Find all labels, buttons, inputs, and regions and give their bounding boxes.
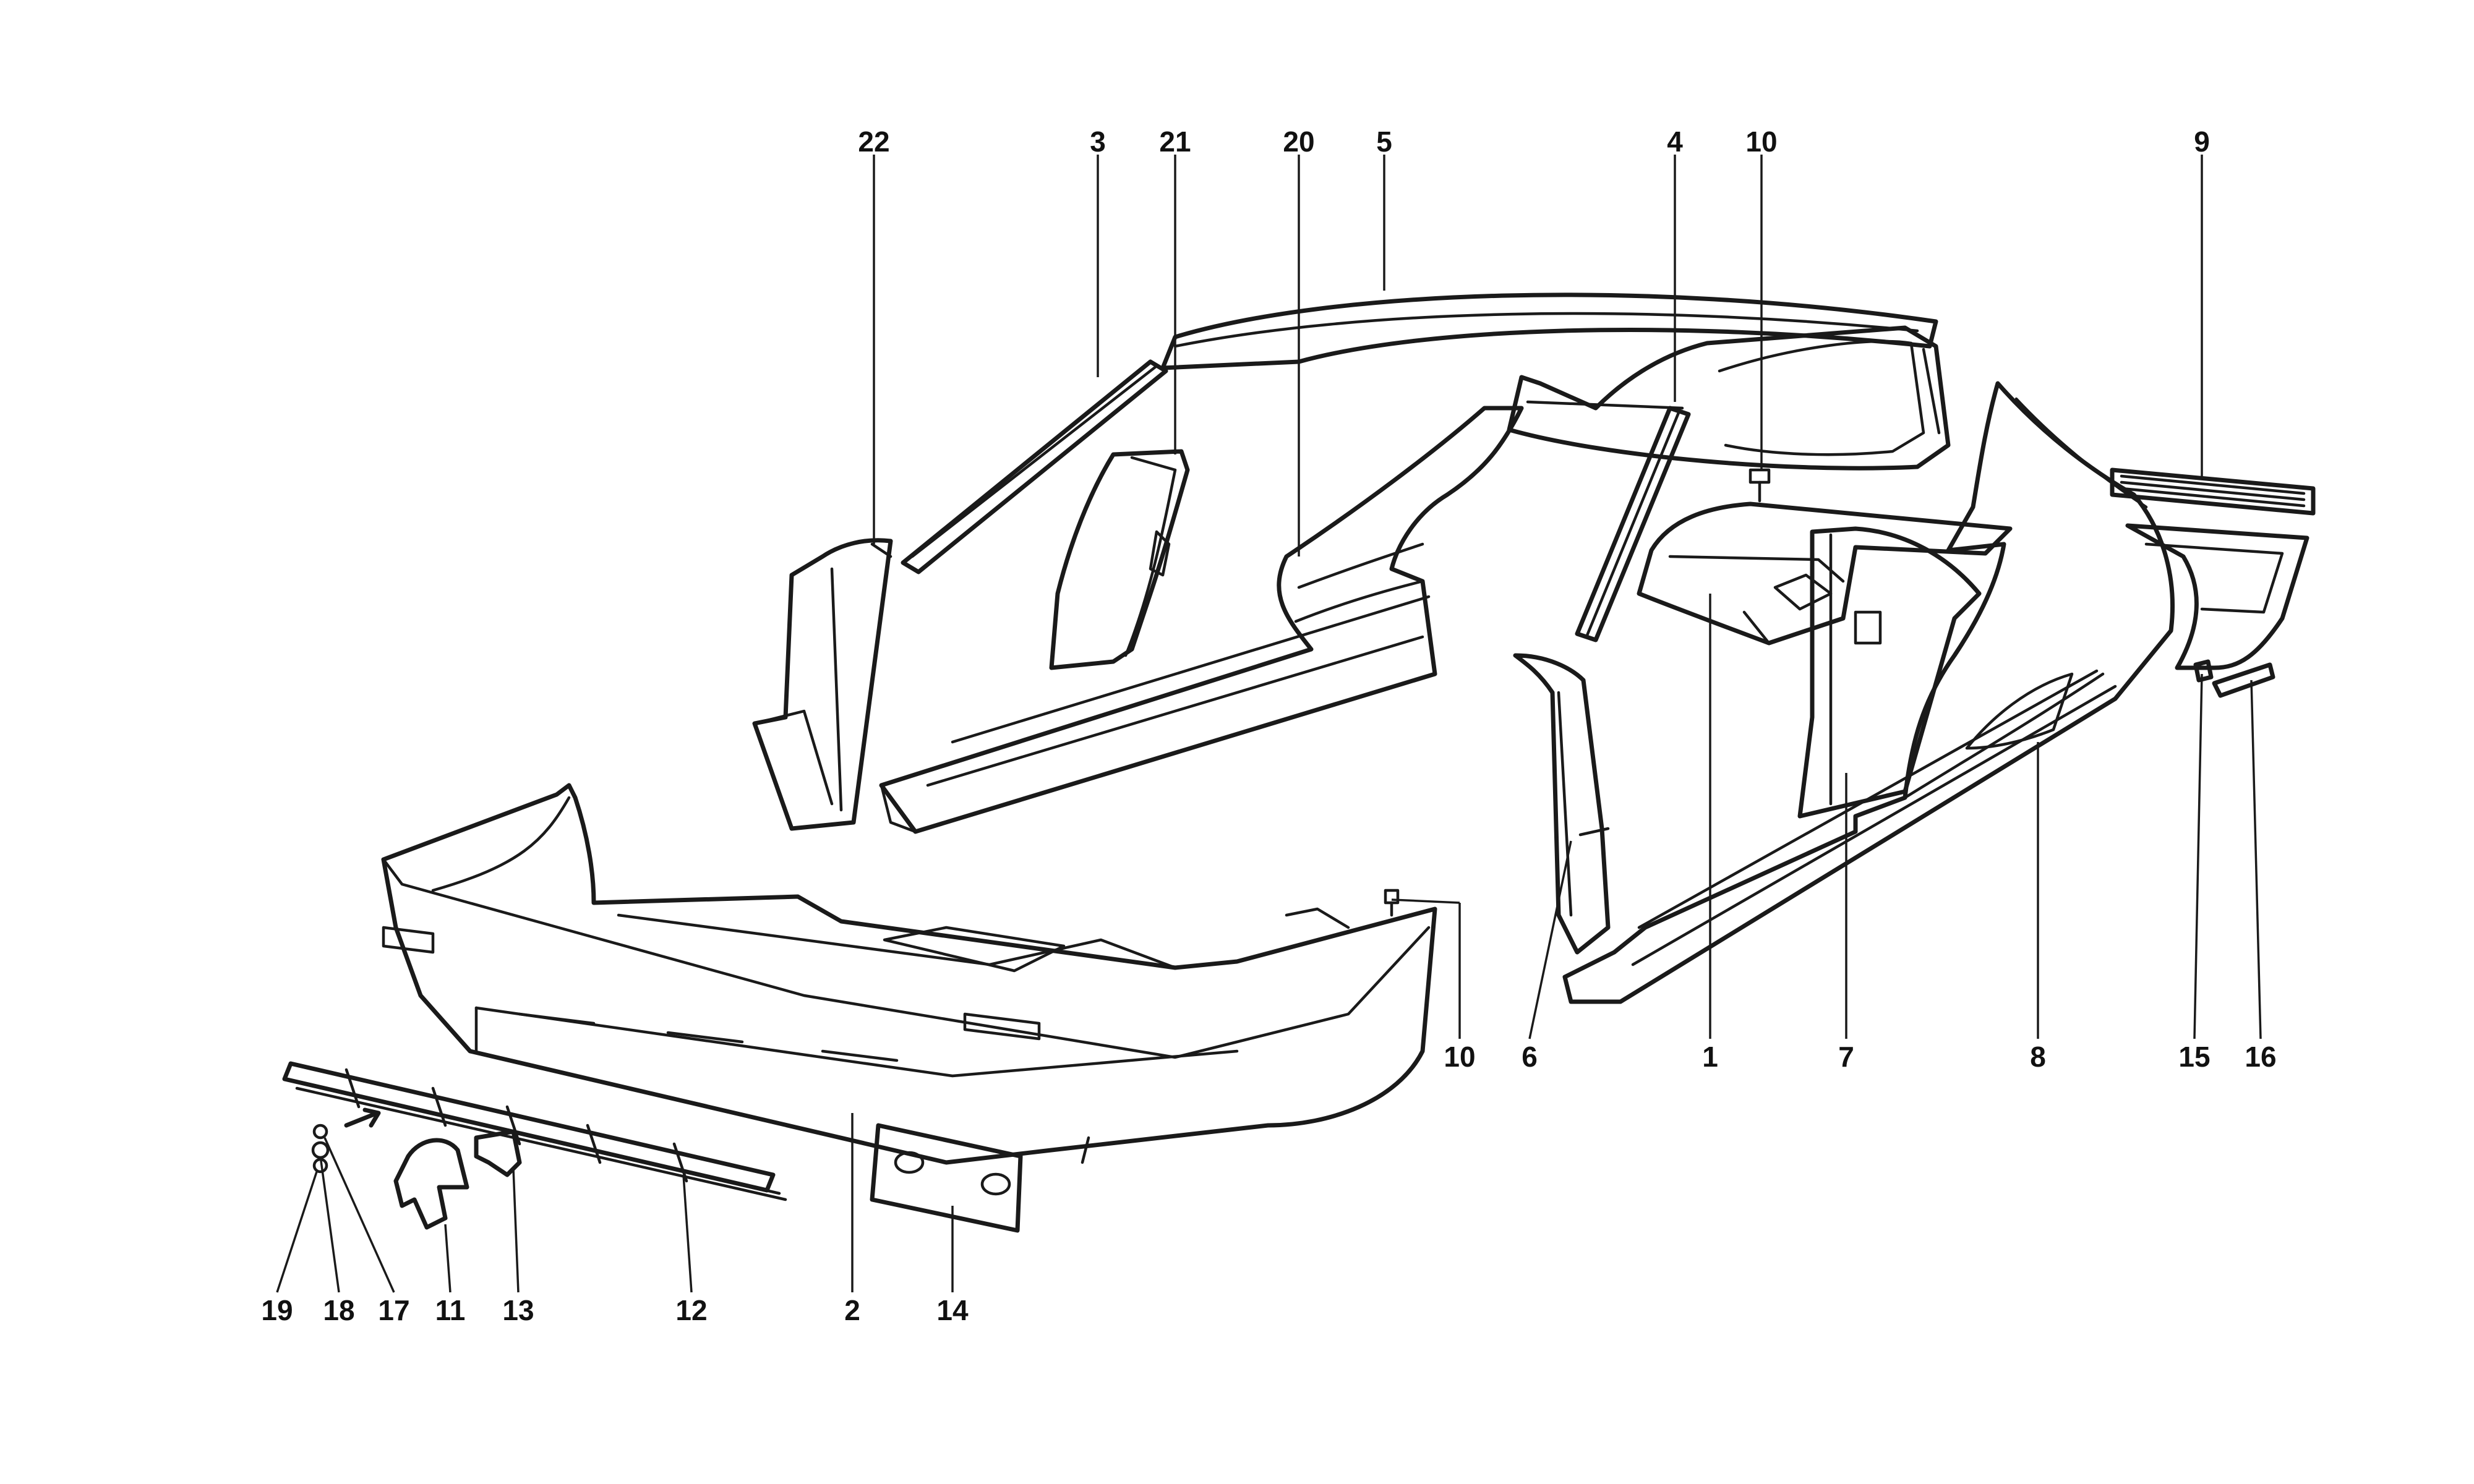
part-screw-upper <box>1748 468 1771 503</box>
callout-6: 6 <box>1522 1041 1538 1073</box>
callout-11: 11 <box>435 1294 466 1326</box>
callout-18: 18 <box>323 1294 354 1326</box>
part-door-post <box>1049 449 1190 670</box>
callout-12: 12 <box>675 1294 707 1326</box>
callout-15: 15 <box>2178 1041 2210 1073</box>
callout-10-upper: 10 <box>1745 126 1777 158</box>
callout-8: 8 <box>2030 1041 2046 1073</box>
callout-14: 14 <box>936 1294 969 1326</box>
callout-21: 21 <box>1159 126 1191 158</box>
part-fasteners <box>311 1107 381 1174</box>
callout-1: 1 <box>1702 1041 1718 1073</box>
part-rear-quarter-panel <box>1562 381 2175 1004</box>
part-rear-grille-panel <box>2110 467 2316 516</box>
callout-3: 3 <box>1090 126 1106 158</box>
callout-10-lower: 10 <box>1444 1041 1475 1073</box>
callout-7: 7 <box>1838 1041 1854 1073</box>
part-left-side-sill <box>879 406 1524 834</box>
leader-lines <box>276 155 2262 1293</box>
callout-20: 20 <box>1283 126 1314 158</box>
callout-9: 9 <box>2194 126 2210 158</box>
part-windshield-pillar-strip <box>901 359 1168 574</box>
callout-2: 2 <box>844 1294 860 1326</box>
callout-13: 13 <box>502 1294 534 1326</box>
part-clip-15 <box>2193 659 2214 683</box>
part-emblem <box>393 1138 469 1230</box>
part-plate-bracket <box>870 1123 1023 1233</box>
callout-19: 19 <box>261 1294 293 1326</box>
part-small-pillar <box>1513 653 1611 955</box>
part-front-bumper <box>381 783 1437 1165</box>
callout-22: 22 <box>858 126 889 158</box>
part-rear-door-post <box>1797 526 1982 819</box>
part-front-grille <box>282 1061 787 1201</box>
callout-17: 17 <box>378 1294 409 1326</box>
callout-5: 5 <box>1376 126 1392 158</box>
part-roof <box>1160 292 1951 471</box>
callout-labels: 22 3 21 20 5 4 10 9 10 6 1 7 8 15 16 19 … <box>261 126 2276 1326</box>
callout-4: 4 <box>1667 126 1683 158</box>
part-rear-tray <box>2125 523 2309 670</box>
part-bracket-16 <box>2212 662 2275 698</box>
callout-16: 16 <box>2245 1041 2276 1073</box>
part-small-bracket <box>474 1129 522 1177</box>
part-b-pillar-strip <box>1575 406 1691 642</box>
part-front-inner-panel <box>752 538 893 831</box>
